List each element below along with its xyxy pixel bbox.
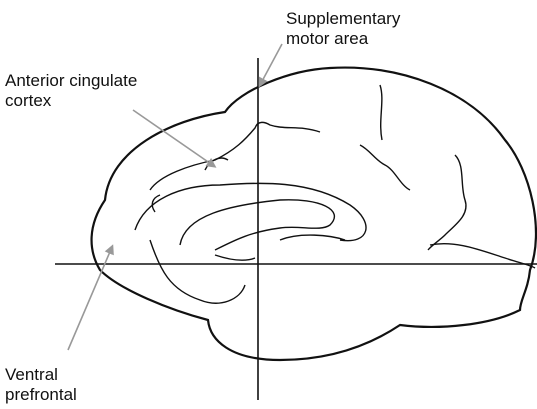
occipital-sulcus-1 — [428, 155, 466, 250]
lower-sulcus — [150, 240, 245, 303]
parietal-sulcus-1 — [380, 85, 382, 140]
ventral-prefrontal-label: Ventral prefrontal — [5, 365, 77, 405]
cingulate-sulcus — [150, 122, 320, 190]
vp-label-line1: Ventral — [5, 365, 77, 385]
acc-label-line2: cortex — [5, 91, 137, 111]
vp-label-line2: prefrontal — [5, 385, 77, 405]
sma-label-line1: Supplementary — [286, 9, 400, 29]
brain-outline — [92, 68, 536, 360]
lower-sulcus-2 — [215, 255, 255, 260]
vp-pointer-arrow — [68, 247, 112, 350]
acc-label-line1: Anterior cingulate — [5, 71, 137, 91]
sma-label-line2: motor area — [286, 29, 400, 49]
acc-pointer-arrow — [133, 110, 214, 166]
precuneus-sulcus — [280, 235, 345, 240]
corpus-callosum-outer — [135, 183, 366, 240]
parietal-sulcus-2 — [360, 145, 410, 190]
anterior-cingulate-cortex-label: Anterior cingulate cortex — [5, 71, 137, 111]
supplementary-motor-area-label: Supplementary motor area — [286, 9, 400, 49]
